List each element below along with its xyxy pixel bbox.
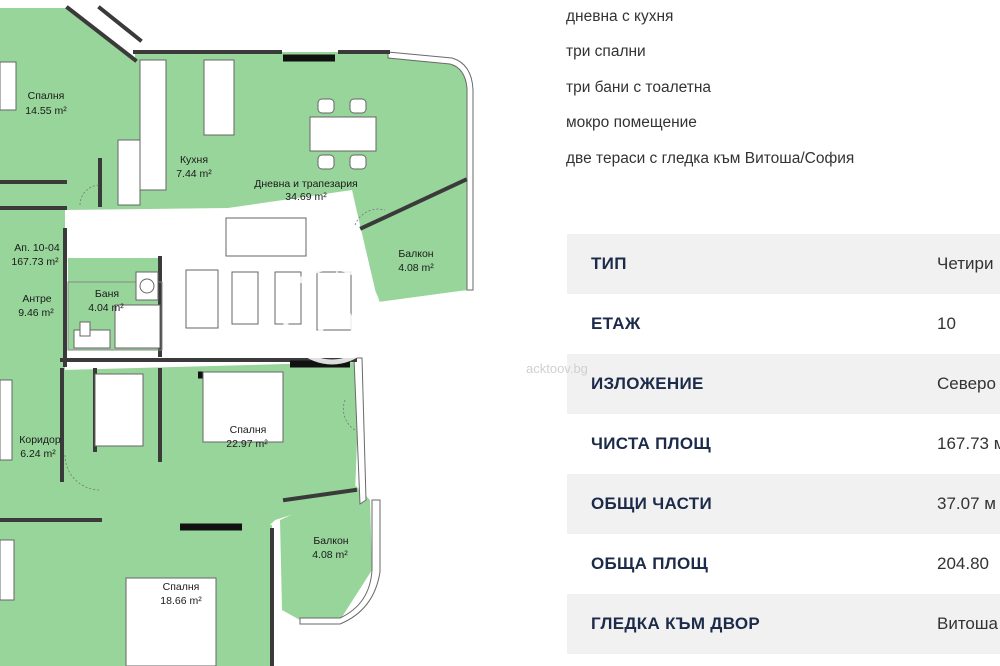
feature-item: дневна с кухня <box>566 8 674 25</box>
room-name: Балкон <box>398 248 433 260</box>
spec-value: Северо <box>937 374 996 393</box>
spec-row: ОБЩА ПЛОЩ 204.80 <box>567 534 1000 594</box>
room-area: 4.08 m² <box>312 549 348 561</box>
spec-value: Четири <box>937 254 994 273</box>
spec-value: 167.73 м <box>937 434 1000 453</box>
room-area: 4.04 m² <box>88 302 124 314</box>
feature-item: две тераси с гледка към Витоша/София <box>566 149 855 167</box>
spec-value: 37.07 м <box>937 494 996 513</box>
room-name: Антре <box>22 293 51 305</box>
spec-label: ГЛЕДКА КЪМ ДВОР <box>591 614 761 633</box>
room-name: Спалня <box>230 424 267 436</box>
spec-label: ЕТАЖ <box>591 314 641 333</box>
spec-value: 10 <box>937 314 956 333</box>
floor-plan-drawing: Спалня 14.55 m² Кухня 7.44 m² Дневна и т… <box>0 5 474 666</box>
spec-value: Витоша <box>937 614 998 633</box>
room-name: Балкон <box>313 535 348 547</box>
spec-row: ОБЩИ ЧАСТИ 37.07 м <box>567 474 1000 534</box>
floor-plan: Спалня 14.55 m² Кухня 7.44 m² Дневна и т… <box>0 5 474 666</box>
watermark-text: acktoov.bg <box>526 361 588 376</box>
room-area: 14.55 m² <box>25 105 67 117</box>
room-name: Спалня <box>163 581 200 593</box>
spec-row: ЕТАЖ 10 <box>567 294 1000 354</box>
room-area: 7.44 m² <box>176 168 212 180</box>
room-area: 34.69 m² <box>285 191 327 203</box>
room-name: Кухня <box>180 154 208 166</box>
spec-row: ЧИСТА ПЛОЩ 167.73 м <box>567 414 1000 474</box>
room-area: 4.08 m² <box>398 262 434 274</box>
specs-table: ТИП Четири ЕТАЖ 10 ИЗЛОЖЕНИЕ Северо ЧИСТ… <box>567 234 1000 666</box>
spec-value: 204.80 <box>937 554 989 573</box>
room-area: 22.97 m² <box>226 438 268 450</box>
room-name: Спалня <box>28 90 65 102</box>
room-area: 9.46 m² <box>18 307 54 319</box>
spec-label: ОБЩА ПЛОЩ <box>591 554 709 573</box>
spec-row: ГЛЕДКА КЪМ ДВОР Витоша <box>567 594 1000 654</box>
room-area: 18.66 m² <box>160 595 202 607</box>
spec-row: ИЗЛОЖЕНИЕ Северо <box>567 354 1000 414</box>
room-area: 167.73 m² <box>11 256 59 268</box>
spec-label: ИЗЛОЖЕНИЕ <box>591 374 704 393</box>
room-name: Ап. 10-04 <box>14 242 60 254</box>
spec-label: ОБЩИ ЧАСТИ <box>591 494 712 513</box>
feature-item: мокро помещение <box>566 114 697 131</box>
feature-item: три бани с тоалетна <box>566 78 712 96</box>
room-area: 6.24 m² <box>20 448 56 460</box>
spec-row: ТИП Четири <box>567 234 1000 294</box>
room-name: Коридор <box>19 434 61 446</box>
features-list: дневна с кухня три спални три бани с тоа… <box>566 0 986 176</box>
feature-item: три спални <box>566 43 646 60</box>
room-name: Баня <box>95 288 119 300</box>
spec-label: ЧИСТА ПЛОЩ <box>591 434 712 453</box>
spec-label: ТИП <box>591 254 627 273</box>
room-name: Дневна и трапезария <box>254 178 358 190</box>
